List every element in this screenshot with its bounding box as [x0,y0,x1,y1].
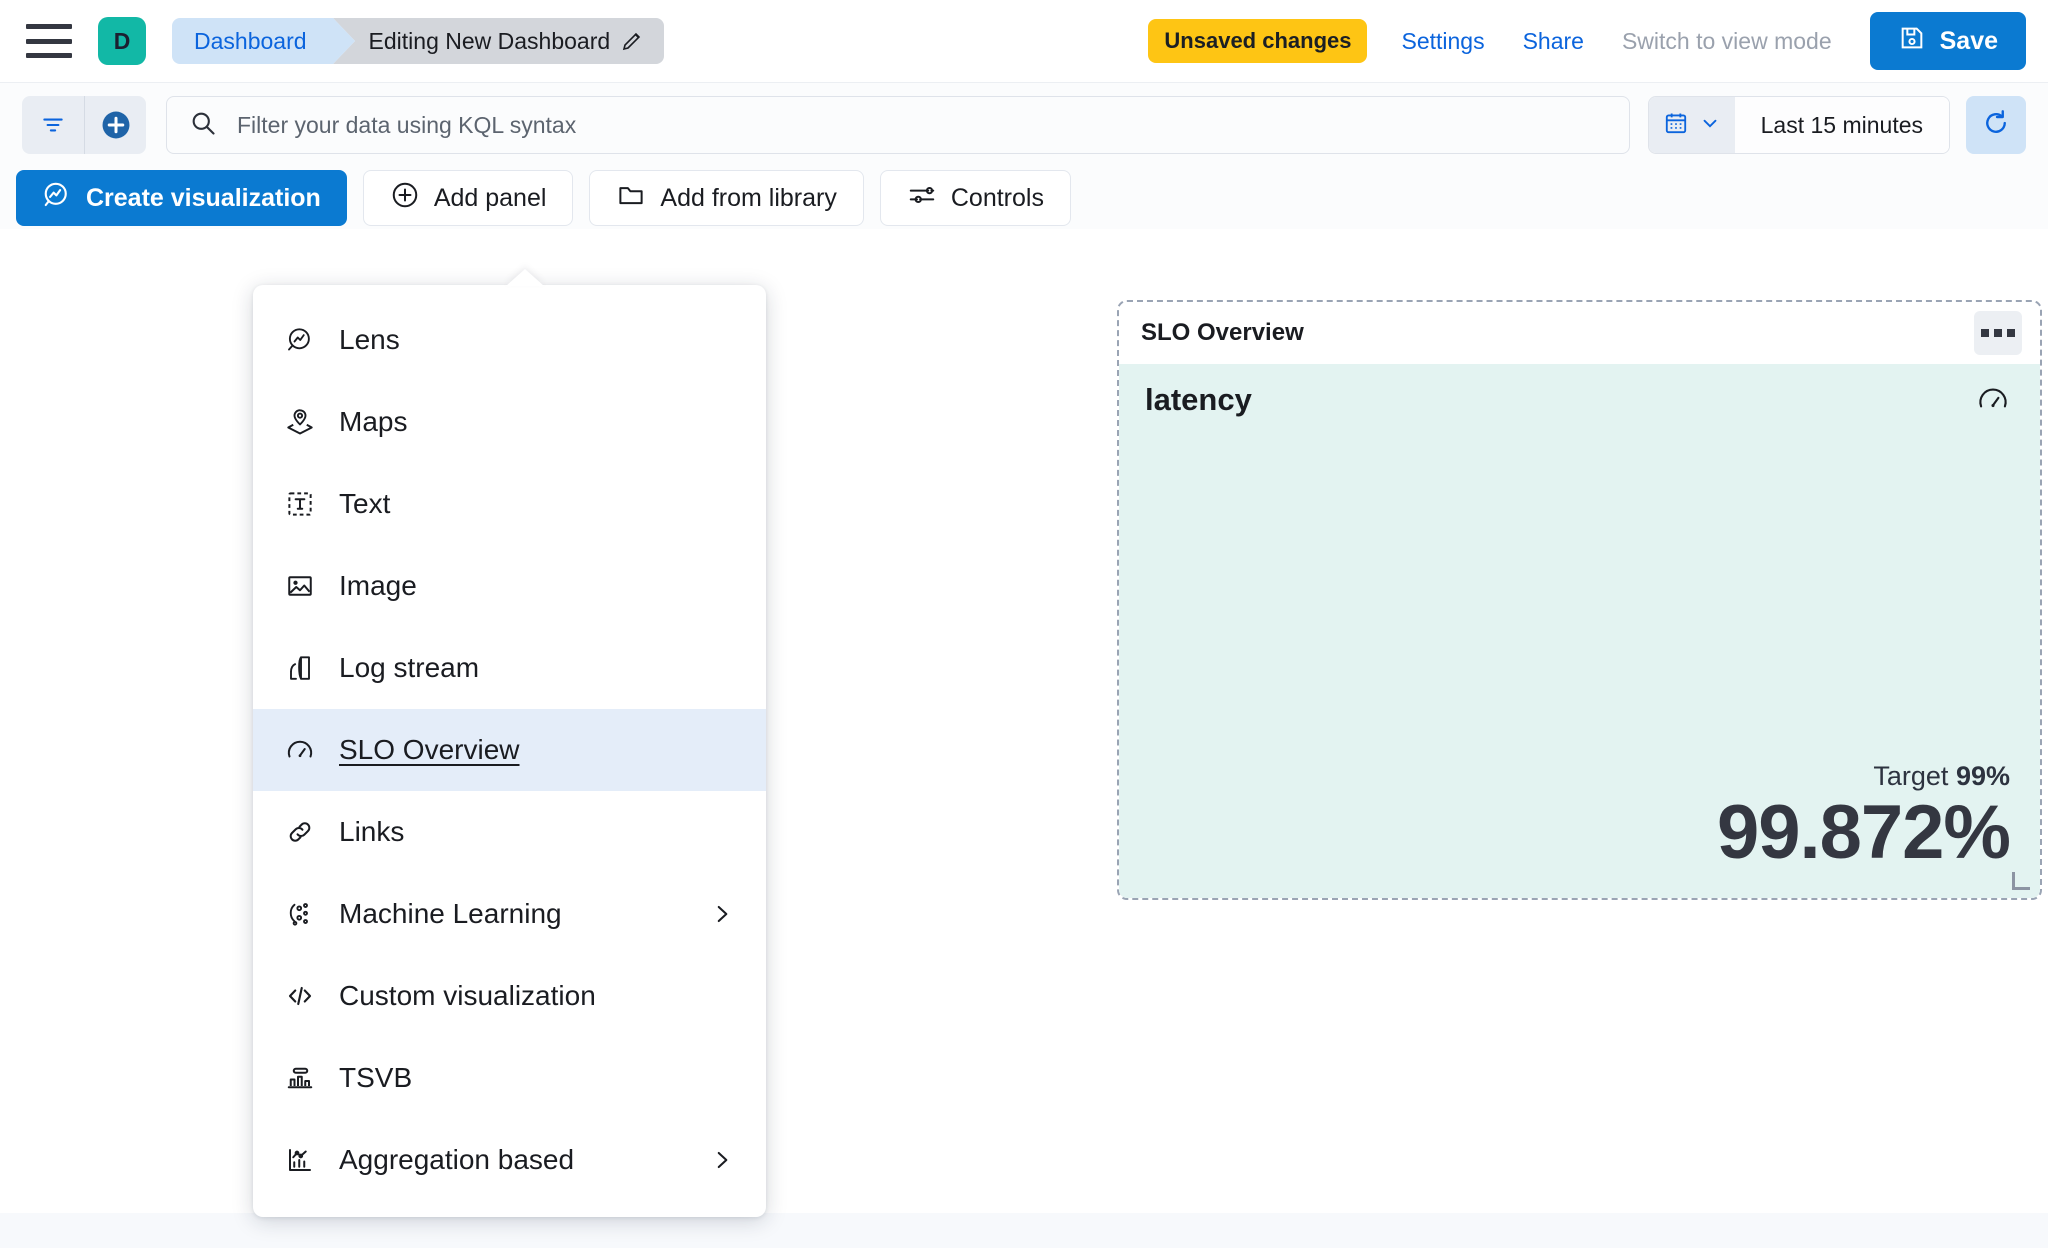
text-box-icon [283,489,317,519]
menu-item-maps[interactable]: Maps [253,381,766,463]
gauge-icon [1976,382,2010,421]
space-avatar[interactable]: D [98,17,146,65]
filter-lines-icon[interactable] [22,96,84,154]
aggregation-chart-icon [283,1145,317,1175]
slo-current-value: 99.872% [1716,789,2011,875]
chevron-right-icon [708,901,736,927]
menu-item-label: Maps [339,406,408,437]
share-link[interactable]: Share [1522,27,1584,54]
panel-context-menu-icon[interactable] [1974,311,2022,355]
code-brackets-icon [283,981,317,1011]
slo-target-value: 99% [1955,760,2010,791]
menu-item-label: SLO Overview [339,734,520,765]
menu-item-label: TSVB [339,1062,413,1093]
save-button-label: Save [1939,26,1998,55]
menu-item-label: Custom visualization [339,980,596,1011]
slo-target-label: Target [1873,760,1949,791]
menu-pointer-arrow [506,269,544,286]
search-input[interactable]: Filter your data using KQL syntax [166,96,1630,154]
header-actions: Unsaved changes Settings Share Switch to… [1148,12,2048,70]
add-panel-menu: Lens Maps Text Image [253,269,766,1217]
sliders-icon [907,180,937,217]
calendar-icon [1663,110,1689,141]
breadcrumb-dashboard-label: Dashboard [194,27,307,54]
dashboard-edit-toolbar: Create visualization Add panel Add from … [0,167,2048,229]
slo-panel-body-top: latency [1145,382,2010,421]
time-range-display[interactable]: Last 15 minutes [1734,97,1949,153]
chevron-down-icon [1699,112,1721,139]
menu-item-custom-visualization[interactable]: Custom visualization [253,955,766,1037]
add-panel-label: Add panel [433,183,547,212]
refresh-button[interactable] [1966,96,2026,154]
save-button[interactable]: Save [1869,12,2026,70]
filter-button-group [22,96,146,154]
folder-icon [616,180,646,217]
menu-item-label: Lens [339,324,400,355]
menu-item-label: Machine Learning [339,898,562,929]
plus-circle-icon[interactable] [84,96,146,154]
maps-layers-icon [283,407,317,437]
resize-grip-icon[interactable] [2012,872,2030,890]
link-chain-icon [283,817,317,847]
slo-panel-title: SLO Overview [1141,319,1304,346]
create-visualization-button[interactable]: Create visualization [16,170,347,226]
machine-learning-icon [283,899,317,929]
query-bar: Filter your data using KQL syntax Last 1… [0,83,2048,167]
menu-item-text[interactable]: Text [253,463,766,545]
save-disk-icon [1898,24,1926,59]
add-from-library-button[interactable]: Add from library [589,170,864,226]
top-header: D Dashboard Editing New Dashboard Unsave… [0,0,2048,83]
menu-item-log-stream[interactable]: Log stream [253,627,766,709]
slo-panel-body-bottom: Target 99% 99.872% [1145,761,2011,875]
menu-item-links[interactable]: Links [253,791,766,873]
menu-item-label: Log stream [339,652,480,683]
breadcrumb: Dashboard Editing New Dashboard [172,18,665,64]
menu-item-image[interactable]: Image [253,545,766,627]
slo-overview-panel[interactable]: SLO Overview latency Target 99% 99.872% [1117,300,2042,900]
slo-panel-body: latency Target 99% 99.872% [1119,364,2040,898]
chevron-right-icon [708,1147,736,1173]
add-panel-button[interactable]: Add panel [362,170,574,226]
status-badge-unsaved: Unsaved changes [1148,19,1368,63]
hamburger-menu-icon[interactable] [26,24,72,58]
create-visualization-label: Create visualization [86,183,321,212]
date-picker-group: Last 15 minutes [1647,96,1950,154]
menu-item-label: Text [339,488,391,519]
lens-icon [42,180,72,217]
menu-item-label: Aggregation based [339,1144,575,1175]
pencil-icon[interactable] [620,29,644,53]
menu-item-lens[interactable]: Lens [253,299,766,381]
lens-icon [283,325,317,355]
breadcrumb-dashboard[interactable]: Dashboard [172,18,354,64]
controls-label: Controls [950,183,1044,212]
plus-circle-icon [390,180,420,217]
add-from-library-label: Add from library [660,183,837,212]
calendar-quick-select-button[interactable] [1648,97,1735,153]
menu-item-label: Image [339,570,417,601]
settings-link[interactable]: Settings [1401,27,1485,54]
breadcrumb-editing-dashboard[interactable]: Editing New Dashboard [332,18,665,64]
slo-metric-name: latency [1145,382,1252,417]
search-icon [189,109,217,142]
slo-panel-header: SLO Overview [1119,302,2040,364]
refresh-icon [1981,108,2011,143]
breadcrumb-editing-label: Editing New Dashboard [368,27,611,54]
search-input-placeholder: Filter your data using KQL syntax [237,111,577,138]
space-avatar-initial: D [113,27,131,54]
controls-button[interactable]: Controls [879,170,1071,226]
gauge-icon [283,735,317,765]
log-stream-icon [283,653,317,683]
menu-item-aggregation-based[interactable]: Aggregation based [253,1119,766,1201]
menu-item-machine-learning[interactable]: Machine Learning [253,873,766,955]
tsvb-bars-icon [283,1063,317,1093]
switch-to-view-mode-link[interactable]: Switch to view mode [1621,27,1832,54]
slo-target: Target 99% [1145,761,2010,792]
menu-item-slo-overview[interactable]: SLO Overview [253,709,766,791]
image-icon [283,571,317,601]
menu-item-tsvb[interactable]: TSVB [253,1037,766,1119]
menu-item-label: Links [339,816,405,847]
